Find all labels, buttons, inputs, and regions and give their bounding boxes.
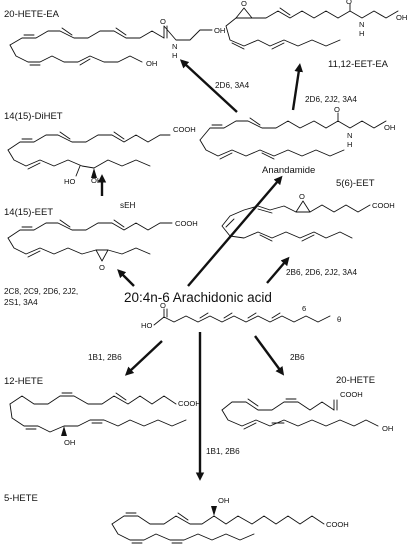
compound-12-hete: 12-HETE OH COOH [4, 376, 201, 447]
arrow-to-5-6-eet [266, 256, 290, 284]
compound-arachidonic-acid: 20:4n-6 Arachidonic acid HO O 6 θ [124, 290, 341, 330]
enzyme-label-5-6-eet: 2B6, 2D6, 2J2, 3A4 [286, 268, 357, 277]
compound-label: 20:4n-6 Arachidonic acid [124, 290, 272, 305]
enzyme-label-dihet: sEH [120, 201, 136, 210]
epoxide-oxygen: O [299, 192, 305, 201]
carbon-chain [7, 237, 97, 255]
carbonyl-oxygen: O [160, 301, 166, 310]
amide-nitrogen: N [347, 131, 352, 140]
arrow-to-11-12-eet-ea [291, 63, 304, 111]
hydroxyl-right: OH [91, 176, 102, 185]
compound-20-hete: 20-HETE COOH OH [221, 375, 393, 433]
carbon-chain [9, 403, 187, 433]
epoxide-ring [95, 249, 109, 262]
enzyme-label-12-hete: 1B1, 2B6 [88, 353, 122, 362]
terminal-hydroxyl: OH [396, 13, 407, 22]
compound-14-15-eet: 14(15)-EET O COOH [4, 207, 198, 272]
n6-position-label: 6 [302, 304, 306, 313]
omega-hydroxyl: OH [146, 59, 157, 68]
compound-label: 20-HETE [336, 375, 375, 386]
carbon-chain [7, 222, 173, 239]
compound-5-hete: 5-HETE OH COOH [4, 493, 349, 544]
compound-14-15-dihet: 14(15)-DiHET COOH HO OH [4, 111, 196, 186]
arrow-to-12-hete [124, 340, 163, 376]
carbon-chain [221, 205, 353, 239]
carbon-chain [9, 44, 143, 63]
carbon-chain [225, 17, 341, 47]
hydroxyl-group: OH [64, 438, 75, 447]
carbon-chain [111, 515, 325, 525]
carbon-chain [7, 134, 171, 151]
enzyme-label-14-15-eet-line2: 2S1, 3A4 [4, 298, 38, 307]
compound-label: 20-HETE-EA [4, 9, 60, 20]
carbon-chain [111, 523, 255, 541]
carboxyl-group: COOH [340, 390, 363, 399]
carboxyl-group: COOH [372, 201, 395, 210]
carbonyl-oxygen: O [334, 105, 340, 114]
amide-hydrogen: H [347, 140, 352, 149]
enzyme-label-11-12-eet-ea: 2D6, 2J2, 3A4 [305, 95, 357, 104]
hydroxyl-left: HO [64, 177, 75, 186]
amide-hydrogen: H [359, 29, 364, 38]
enzyme-label-20-hete: 2B6 [290, 353, 305, 362]
carbon-chain [309, 204, 371, 213]
carbon-chain [199, 120, 327, 141]
enzyme-label-20-hete-ea: 2D6, 3A4 [215, 81, 250, 90]
compound-label: Anandamide [262, 165, 315, 176]
carboxyl-group: COOH [173, 125, 196, 134]
compound-anandamide: O N H OH Anandamide [199, 105, 395, 176]
carboxyl-group: COOH [178, 399, 201, 408]
carbon-chain [221, 401, 335, 411]
amide-group [337, 10, 399, 19]
hydroxyl-group: OH [218, 496, 229, 505]
compound-label: 5-HETE [4, 493, 38, 504]
carbon-chain [221, 409, 379, 427]
carboxyl-group: COOH [175, 219, 198, 228]
terminal-hydroxyl: OH [384, 123, 395, 132]
amide-group [325, 120, 387, 129]
amide-nitrogen: N [359, 20, 364, 29]
omega-hydroxyl: OH [382, 424, 393, 433]
carbon-chain [9, 30, 165, 46]
amide-group [163, 25, 213, 41]
epoxide-ring [235, 7, 253, 19]
amide-hydrogen: H [172, 51, 177, 60]
arrow-to-14-15-eet [117, 269, 135, 287]
arrow-to-anandamide [187, 175, 283, 287]
compound-5-6-eet: 5(6)-EET O COOH [221, 178, 395, 242]
compound-label: 5(6)-EET [336, 178, 375, 189]
terminal-hydroxyl: OH [214, 26, 225, 35]
carbonyl-oxygen: O [160, 17, 166, 26]
compound-20-hete-ea: 20-HETE-EA O N H OH OH [4, 9, 225, 68]
epoxide-ring [295, 200, 311, 213]
compound-11-12-eet-ea: O O N H OH 11,12-EET-EA [225, 0, 407, 70]
compound-label: 14(15)-DiHET [4, 111, 63, 122]
arrow-to-20-hete [254, 335, 285, 376]
carboxyl-group: COOH [326, 520, 349, 529]
epoxide-oxygen: O [241, 0, 247, 8]
arrow-to-20-hete-ea [179, 59, 238, 113]
carboxyl-hydroxyl: HO [141, 321, 152, 330]
epoxide-oxygen: O [99, 263, 105, 272]
carbon-chain [251, 10, 339, 19]
compound-label: 14(15)-EET [4, 207, 53, 218]
carbon-chain [9, 395, 177, 405]
carbon-chain [153, 315, 331, 326]
compound-label: 11,12-EET-EA [328, 59, 389, 70]
compound-label: 12-HETE [4, 376, 43, 387]
omega-symbol: θ [337, 315, 341, 324]
enzyme-label-5-hete: 1B1, 2B6 [206, 447, 240, 456]
carbon-chain [7, 149, 151, 169]
enzyme-label-14-15-eet-line1: 2C8, 2C9, 2D6, 2J2, [4, 287, 78, 296]
carbon-chain [199, 139, 345, 157]
amide-nitrogen: N [172, 42, 177, 51]
carbonyl-oxygen: O [346, 0, 352, 6]
